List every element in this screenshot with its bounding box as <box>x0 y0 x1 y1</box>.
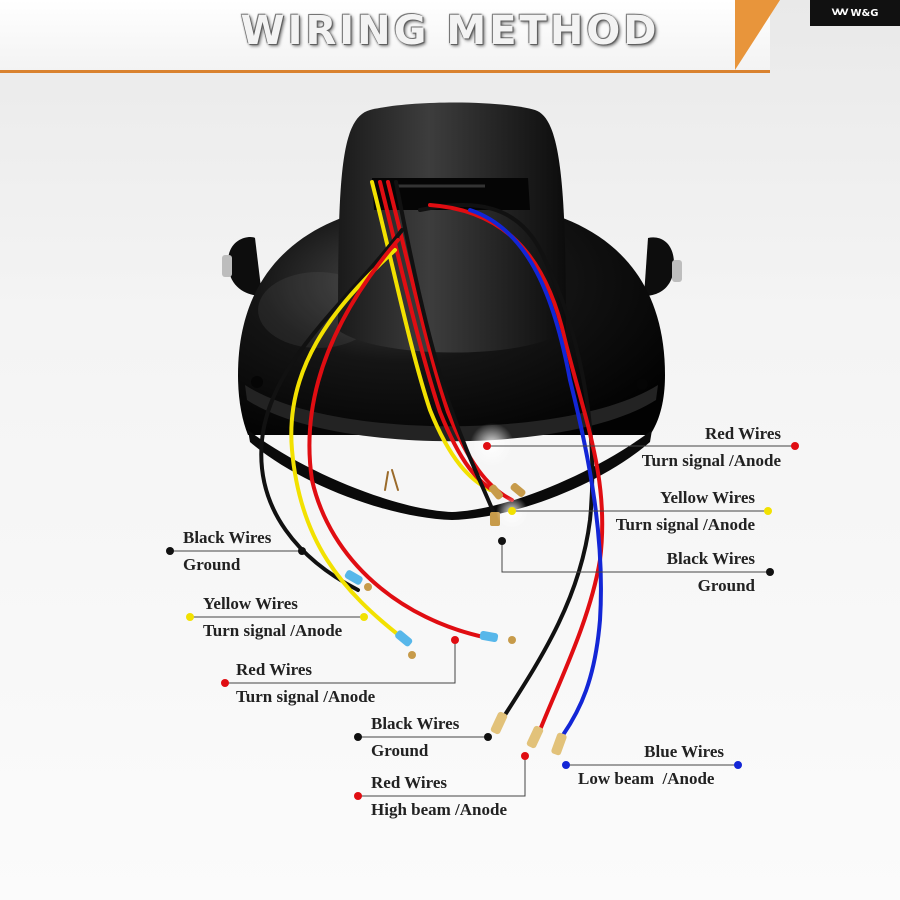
brand-name: W&G <box>850 7 879 19</box>
page-title: WIRING METHOD <box>240 8 660 54</box>
callout-yellow-turn-left-function: Turn signal /Anode <box>203 621 343 640</box>
banner-accent-wedge <box>735 0 780 70</box>
callout-yellow-turn-wire: Yellow Wires <box>660 488 755 507</box>
brand-logo: VVV W&G <box>810 0 900 26</box>
brand-mark-icon: VVV <box>831 8 849 18</box>
callout-dots <box>166 442 799 800</box>
headlight-housing <box>222 102 682 520</box>
callout-red-turn-left-function: Turn signal /Anode <box>236 687 376 706</box>
callout-blue-lowbeam-wire: Blue Wires <box>644 742 724 761</box>
callout-yellow-turn-left-wire: Yellow Wires <box>203 594 298 613</box>
red-wire-highlight <box>470 423 514 467</box>
callout-black-ground-function: Ground <box>697 576 755 595</box>
callout-black-ground-wire: Black Wires <box>666 549 755 568</box>
callout-black-ground-bottom-function: Ground <box>371 741 429 760</box>
wire-terminals <box>344 483 567 756</box>
callout-red-turn-left-wire: Red Wires <box>236 660 313 679</box>
callout-red-turn-function: Turn signal /Anode <box>641 451 781 470</box>
callout-blue-lowbeam-function: Low beam /Anode <box>578 769 715 788</box>
callout-red-highbeam-wire: Red Wires <box>371 773 448 792</box>
wire-bundle <box>259 180 605 737</box>
callout-yellow-turn-function: Turn signal /Anode <box>615 515 755 534</box>
callout-red-turn-wire: Red Wires <box>704 424 781 443</box>
callout-red-highbeam-function: High beam /Anode <box>371 800 508 819</box>
title-banner <box>0 0 770 73</box>
callout-black-ground-left-function: Ground <box>183 555 241 574</box>
callout-black-ground-bottom-wire: Black Wires <box>371 714 460 733</box>
callout-black-ground-left-wire: Black Wires <box>183 528 272 547</box>
callout-leader-lines <box>170 445 795 797</box>
